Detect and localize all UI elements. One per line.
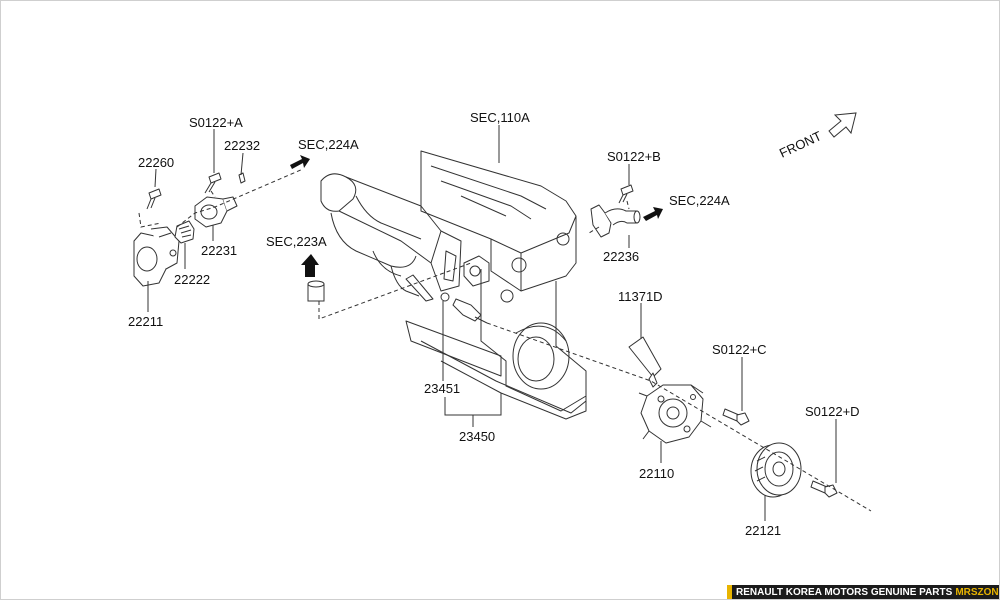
temperature-sensor — [440, 292, 488, 324]
label-sec-110a: SEC,110A — [470, 110, 530, 125]
black-arrow-icon — [643, 207, 663, 221]
leader-lines — [147, 125, 837, 521]
footer-accent-bar — [727, 585, 732, 599]
label-23450: 23450 — [459, 429, 495, 444]
pulley-bolt — [810, 480, 838, 498]
label-22231: 22231 — [201, 243, 237, 258]
label-22211: 22211 — [128, 314, 163, 329]
water-pump — [638, 384, 712, 444]
pump-bolt — [722, 408, 750, 426]
label-23451: 23451 — [424, 381, 460, 396]
footer-text: RENAULT KOREA MOTORS GENUINE PARTS — [736, 587, 953, 598]
thermostat-housing-assembly — [133, 172, 246, 287]
label-11371d: 11371D — [618, 289, 663, 304]
label-s0122-a: S0122+A — [189, 115, 243, 130]
label-front: FRONT — [777, 128, 824, 161]
engine-block — [320, 150, 587, 420]
label-22222: 22222 — [174, 272, 210, 287]
sealant-tube — [628, 336, 662, 388]
black-arrow-icon — [301, 254, 319, 277]
footer-brand: MRSZONE — [955, 587, 999, 598]
assembly-dashed-lines — [138, 168, 872, 512]
label-22121: 22121 — [745, 523, 781, 538]
label-22236: 22236 — [603, 249, 639, 264]
black-arrow-icon — [290, 155, 310, 169]
label-sec-223a: SEC,223A — [266, 234, 327, 249]
label-sec-224a-left: SEC,224A — [298, 137, 359, 152]
label-22260: 22260 — [138, 155, 174, 170]
label-s0122-d: S0122+D — [805, 404, 860, 419]
outline-arrow-icon — [828, 112, 857, 138]
label-s0122-b: S0122+B — [607, 149, 661, 164]
label-s0122-c: S0122+C — [712, 342, 767, 357]
water-pump-pulley — [750, 442, 802, 498]
water-hose-stub — [307, 280, 325, 302]
label-22232: 22232 — [224, 138, 260, 153]
water-inlet-pipe — [590, 184, 641, 238]
label-22110: 22110 — [639, 466, 674, 481]
label-sec-224a-right: SEC,224A — [669, 193, 730, 208]
